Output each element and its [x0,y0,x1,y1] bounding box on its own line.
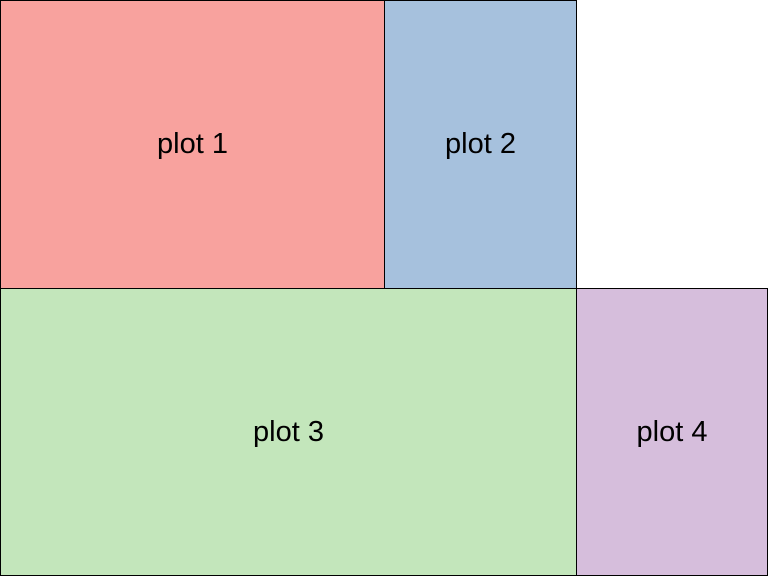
plot-1-panel: plot 1 [0,0,385,289]
plot-2-panel: plot 2 [384,0,577,289]
plot-3-panel: plot 3 [0,288,577,576]
plot-2-label: plot 2 [445,128,516,160]
plot-1-label: plot 1 [157,128,228,160]
plot-3-label: plot 3 [253,415,324,448]
plot-4-label: plot 4 [636,415,708,448]
plot-4-panel: plot 4 [576,288,768,576]
